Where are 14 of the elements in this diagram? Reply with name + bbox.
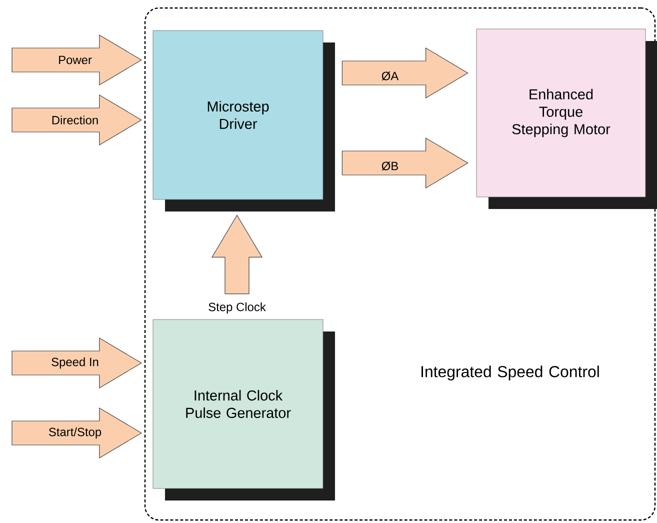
block-box: Internal Clock Pulse Generator: [152, 319, 335, 500]
block-arrow: [342, 47, 468, 99]
block-box: Enhanced Torque Stepping Motor: [476, 28, 657, 209]
edge-label: Direction: [50, 114, 100, 126]
edge-label: Speed In: [50, 356, 100, 370]
block-box: Microstep Driver: [152, 30, 335, 212]
edge-label: Start/Stop: [47, 426, 103, 440]
block-arrow: [211, 214, 263, 294]
block-arrow: [342, 137, 468, 189]
edge-label: Step Clock: [207, 301, 267, 315]
edge-label: ØB: [380, 160, 400, 172]
edge-label: Power: [57, 54, 93, 66]
block-arrow: [12, 34, 142, 86]
edge-label: ØA: [380, 70, 400, 82]
